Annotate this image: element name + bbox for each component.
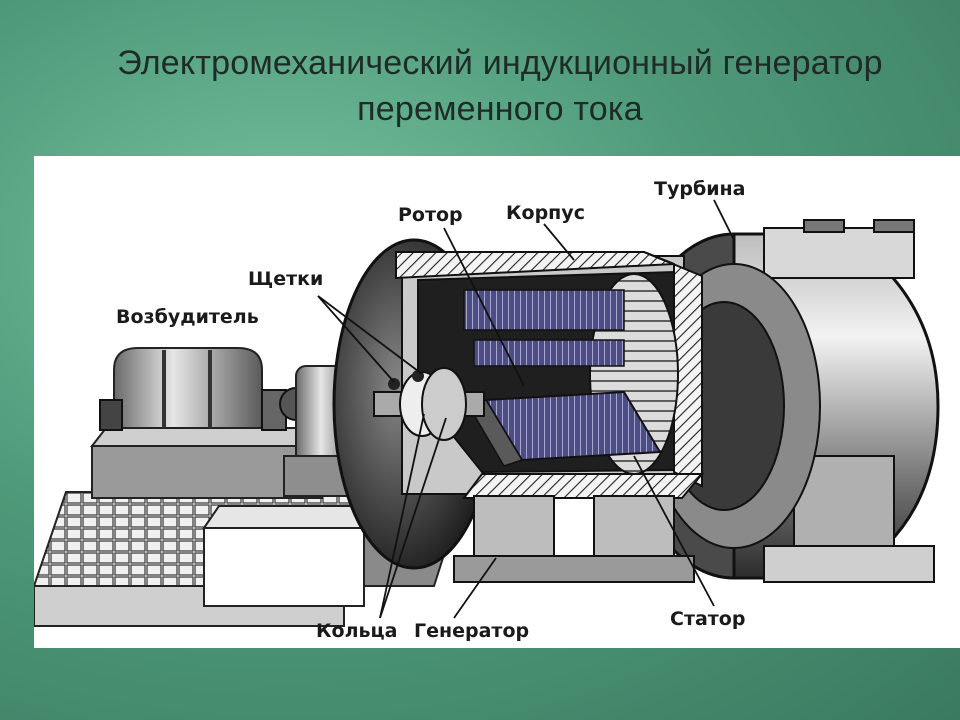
slide-title: Электромеханический индукционный генерат… <box>60 40 940 132</box>
label-rings: Кольца <box>316 620 398 642</box>
slip-ring-2 <box>421 367 467 441</box>
brush-1 <box>388 378 400 390</box>
label-excitor: Возбудитель <box>116 306 259 328</box>
leader-lines <box>317 199 735 619</box>
diagram-panel: Возбудитель Щетки Ротор Корпус Турбина К… <box>34 156 960 648</box>
title-line-2: переменного тока <box>357 90 643 128</box>
generator-illustration <box>34 199 940 627</box>
label-turbine: Турбина <box>654 178 746 200</box>
label-stator: Статор <box>670 608 746 630</box>
title-line-1: Электромеханический индукционный генерат… <box>117 44 883 82</box>
stator-winding <box>463 289 625 331</box>
label-housing: Корпус <box>506 202 585 224</box>
label-brushes: Щетки <box>248 268 324 290</box>
generator-body <box>332 238 705 583</box>
label-rotor: Ротор <box>398 204 463 226</box>
label-generator: Генератор <box>414 620 530 642</box>
